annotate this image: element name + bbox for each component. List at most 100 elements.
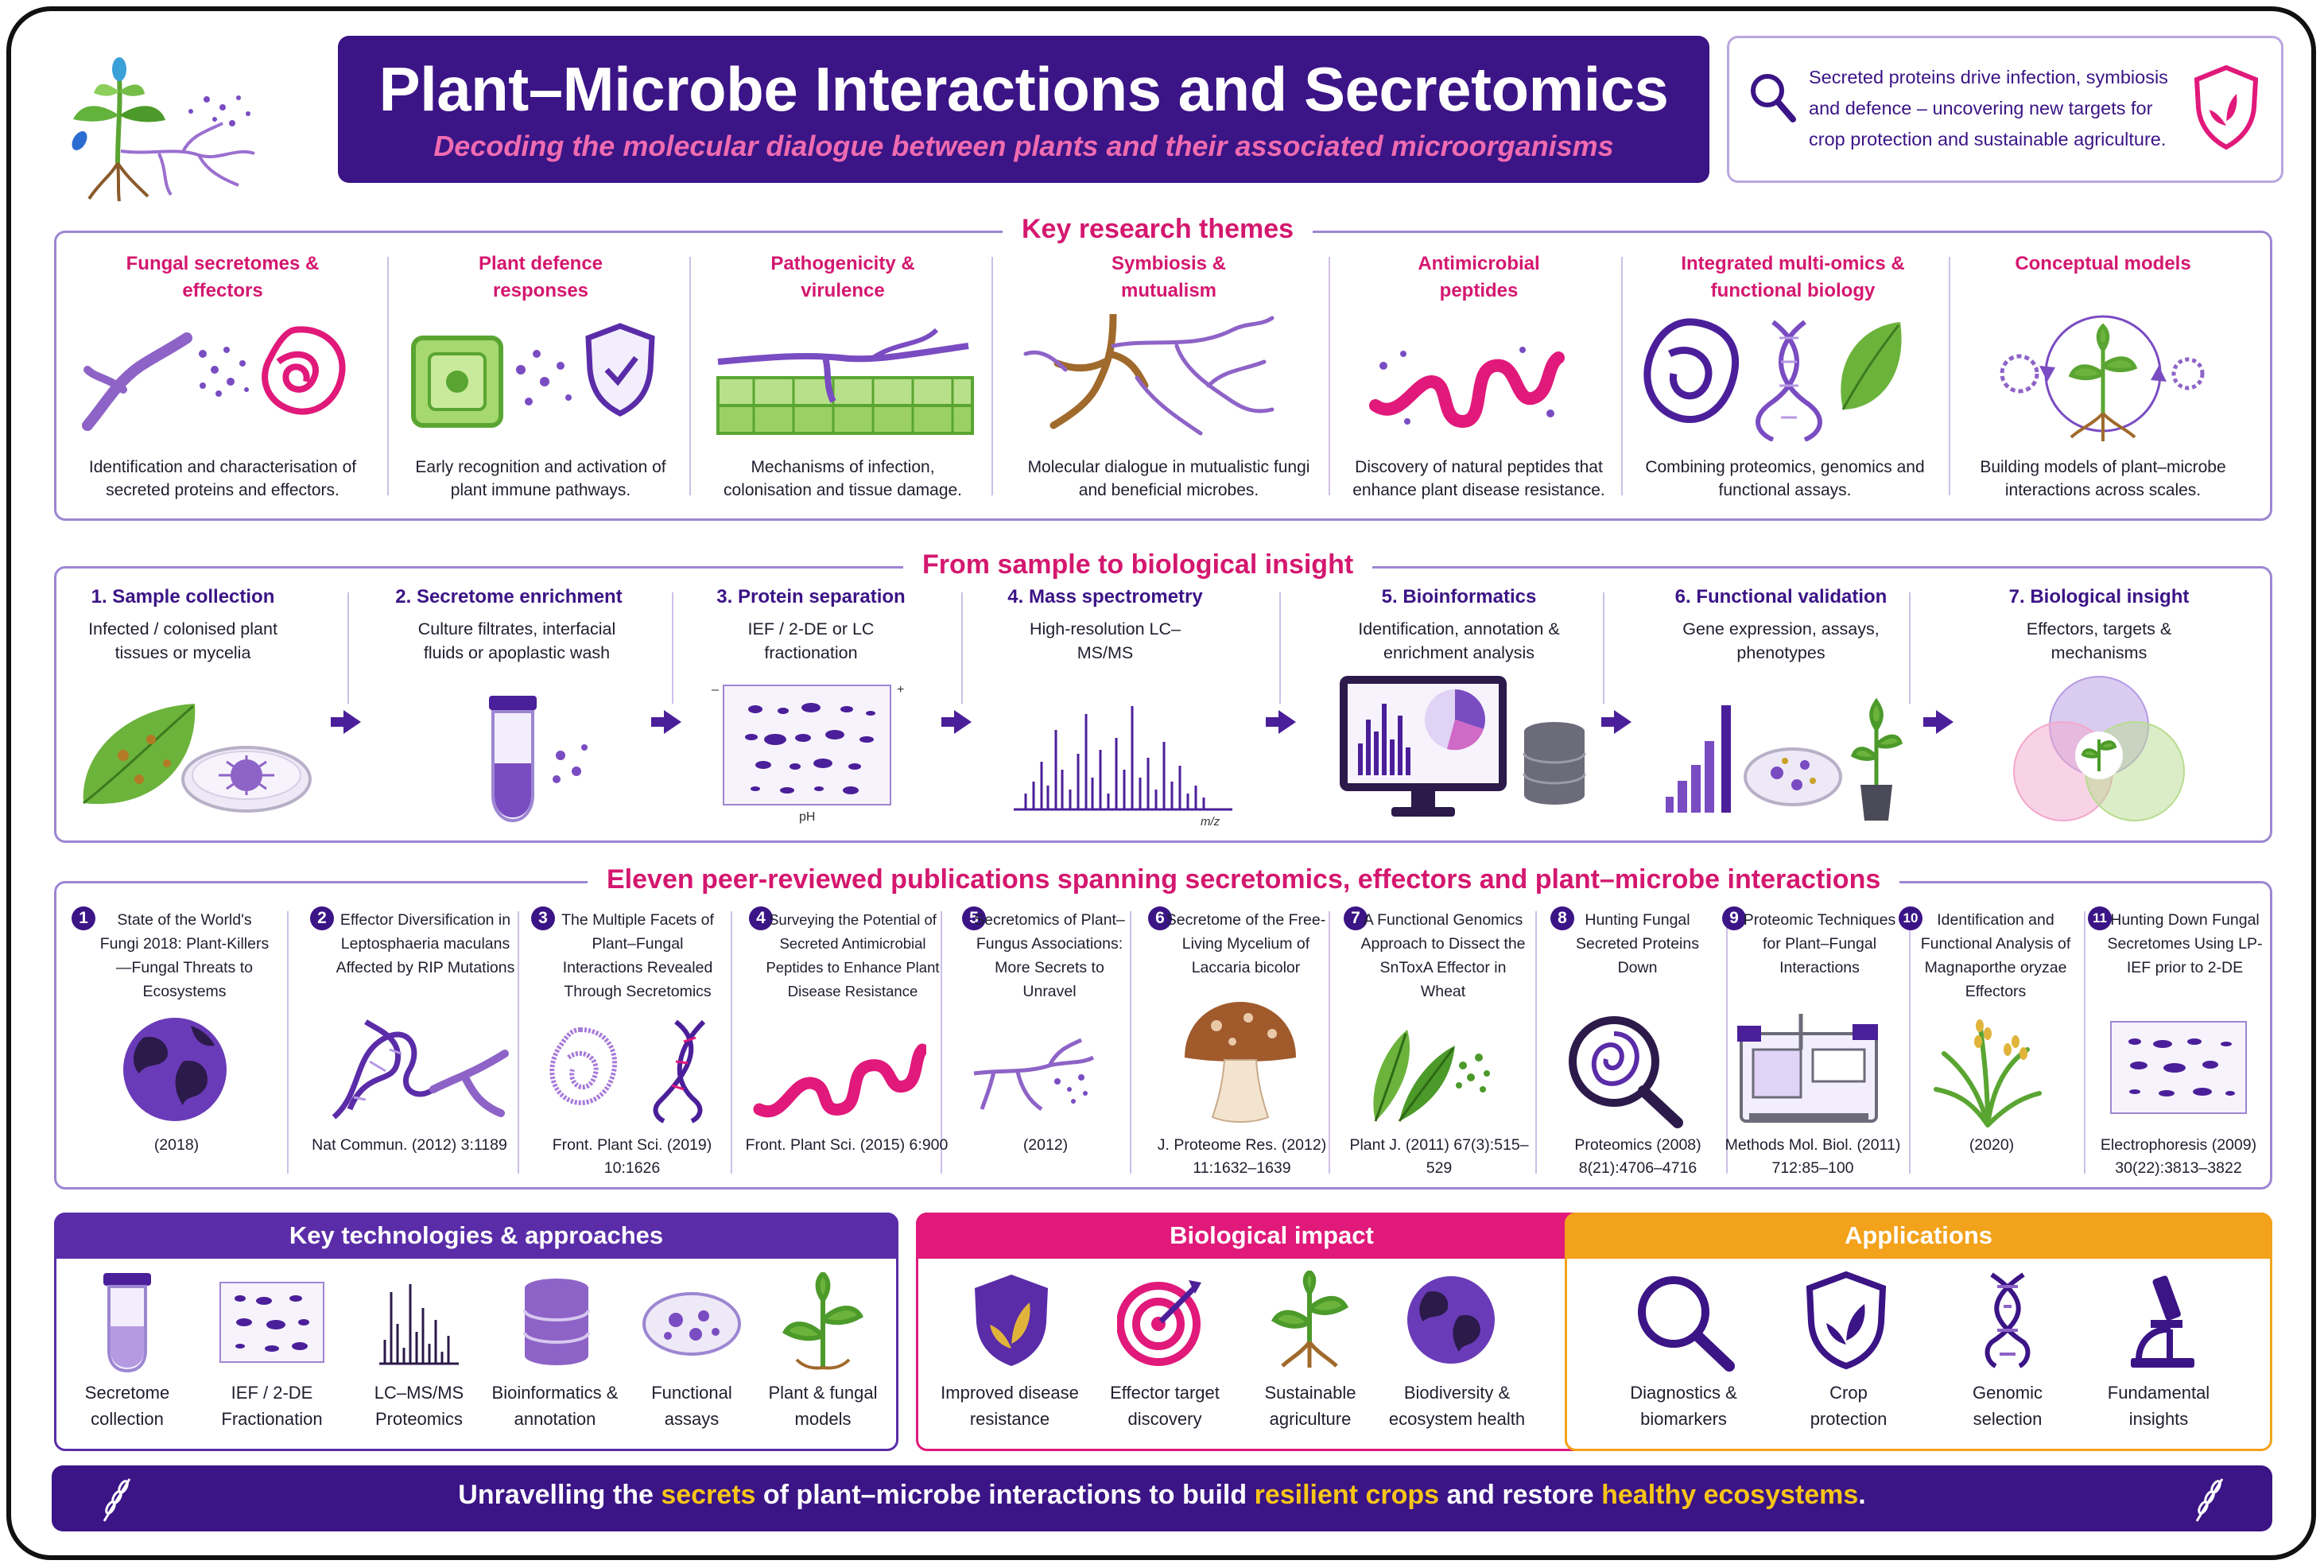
pub-number-7: 7 <box>1344 906 1368 930</box>
footer-highlight-resilient-crops: resilient crops <box>1254 1480 1440 1510</box>
globe-icon-2 <box>1407 1276 1495 1364</box>
flow-arrow-6 <box>1923 710 1953 734</box>
conceptual-model-cycle-icon <box>2000 315 2205 441</box>
pub-number-5: 5 <box>962 906 986 930</box>
workflow-title: From sample to biological insight <box>903 549 1373 580</box>
hyphae-protein-icon <box>82 326 346 431</box>
computer-database-icon <box>1340 676 1586 817</box>
gel-minus-label: – <box>712 683 719 697</box>
theme-desc-symbiosis: Molecular dialogue in mutualistic fungi … <box>1027 458 1310 499</box>
app-genomic-selection: Genomic selection <box>1972 1383 2043 1429</box>
microscope-icon <box>2131 1275 2194 1368</box>
2de-gel-icon: – + pH <box>712 683 904 824</box>
pub-title-7: A Functional Genomics Approach to Dissec… <box>1360 911 1526 1000</box>
impact-biodiversity: Biodiversity & ecosystem health <box>1388 1383 1526 1429</box>
flow-arrow-3 <box>941 710 972 734</box>
callout-box: Secreted proteins drive infection, symbi… <box>1727 36 2283 183</box>
pub-title-11: Hunting Down Fungal Secretomes Using LP-… <box>2107 911 2263 976</box>
petri-dish-icon <box>642 1292 741 1356</box>
pub-number-6: 6 <box>1148 906 1172 930</box>
tech-plant-fungal-models: Plant & fungal models <box>768 1383 878 1429</box>
app-crop-protection: Crop protection <box>1810 1383 1888 1429</box>
sprout-roots-icon <box>1271 1271 1349 1368</box>
theme-title-plant-defence: Plant defence responses <box>478 253 603 301</box>
pub-number-8: 8 <box>1550 906 1574 930</box>
pub-cite-11: Electrophoresis (2009) 30(22):3813–3822 <box>2100 1136 2257 1177</box>
step-title-protein-separation: 3. Protein separation <box>716 586 906 607</box>
pub-title-9: Proteomic Techniques for Plant–Fungal In… <box>1743 911 1896 976</box>
plant-cell-shield-icon <box>411 323 655 428</box>
pub-cite-5: (2012) <box>1022 1136 1069 1154</box>
protein-dna-leaf-icon <box>1643 318 1902 441</box>
ms-instrument-icon <box>1737 1014 1878 1123</box>
impact-sustainable-agriculture: Sustainable agriculture <box>1264 1383 1356 1429</box>
pub-cite-6: J. Proteome Res. (2012) 11:1632–1639 <box>1157 1136 1327 1177</box>
theme-desc-multiomics: Combining proteomics, genomics and funct… <box>1645 458 1925 499</box>
theme-title-pathogenicity: Pathogenicity & virulence <box>770 253 915 301</box>
leaf-petri-dish-icon <box>83 704 312 813</box>
spectrum-icon <box>379 1284 459 1365</box>
app-diagnostics: Diagnostics & biomarkers <box>1630 1383 1737 1429</box>
footer-highlight-healthy-ecosystems: healthy ecosystems <box>1601 1480 1859 1510</box>
publications-title: Eleven peer-reviewed publications spanni… <box>588 864 1900 895</box>
tech-secretome-collection: Secretome collection <box>84 1383 170 1429</box>
step-desc-functional-validation: Gene expression, assays, phenotypes <box>1682 619 1880 662</box>
pub-title-3: The Multiple Facets of Plant–Fungal Inte… <box>561 911 714 1000</box>
search-icon <box>1751 74 1796 122</box>
mushroom-icon <box>1185 1002 1296 1123</box>
title-banner: Plant–Microbe Interactions and Secretomi… <box>338 36 1709 183</box>
publications-section: Eleven peer-reviewed publications spanni… <box>54 864 2272 1190</box>
step-title-secretome-enrichment: 2. Secretome enrichment <box>395 586 623 607</box>
dna-icon <box>1985 1272 2031 1368</box>
shield-leaf-icon-2 <box>975 1275 1048 1366</box>
technologies-panel: Key technologies & approaches <box>54 1213 898 1451</box>
gel-ph-label: pH <box>799 810 815 824</box>
themes-title: Key research themes <box>1003 214 1313 245</box>
validation-assay-icon <box>1666 697 1903 821</box>
footer-banner: Unravelling the secrets of plant–microbe… <box>52 1465 2272 1531</box>
theme-desc-plant-defence: Early recognition and activation of plan… <box>415 458 666 499</box>
step-desc-secretome-enrichment: Culture filtrates, interfacial fluids or… <box>417 619 616 662</box>
2de-gel-icon-2 <box>2110 1021 2247 1114</box>
step-title-functional-validation: 6. Functional validation <box>1674 586 1888 607</box>
pub-cite-8: Proteomics (2008) 8(21):4706–4716 <box>1574 1136 1701 1177</box>
tech-ief-2de: IEF / 2-DE Fractionation <box>221 1383 323 1429</box>
impact-title: Biological impact <box>916 1213 1628 1259</box>
page-subtitle: Decoding the molecular dialogue between … <box>433 130 1614 162</box>
flow-arrow-2 <box>651 710 681 734</box>
technologies-title: Key technologies & approaches <box>54 1213 898 1259</box>
seedling-icon <box>782 1272 864 1370</box>
page-title: Plant–Microbe Interactions and Secretomi… <box>378 54 1669 124</box>
shield-leaf-icon <box>2194 64 2259 150</box>
pub-title-2: Effector Diversification in Leptosphaeri… <box>336 911 515 976</box>
pub-title-10: Identification and Functional Analysis o… <box>1920 911 2071 1000</box>
magnifier-protein-icon <box>1569 1016 1683 1128</box>
tech-functional-assays: Functional assays <box>651 1383 732 1429</box>
theme-desc-fungal-secretomes: Identification and characterisation of s… <box>88 458 357 499</box>
pub-number-3: 3 <box>531 906 555 930</box>
app-fundamental-insights: Fundamental insights <box>2107 1383 2210 1429</box>
pub-number-1: 1 <box>72 906 95 930</box>
theme-desc-pathogenicity: Mechanisms of infection, colonisation an… <box>723 458 963 499</box>
root-mycorrhiza-icon <box>1023 314 1275 436</box>
pub-number-11: 11 <box>2088 906 2112 930</box>
mycelium-network-icon <box>973 1038 1095 1112</box>
ms-mz-label: m/z <box>1201 815 1220 827</box>
footer-part-4: . <box>1858 1480 1866 1510</box>
pub-number-2: 2 <box>310 906 334 930</box>
step-desc-bioinformatics: Identification, annotation & enrichment … <box>1358 619 1560 662</box>
pub-title-4: Surveying the Potential of Secreted Anti… <box>766 911 940 999</box>
gel-icon <box>219 1282 324 1363</box>
step-desc-sample-collection: Infected / colonised plant tissues or my… <box>88 619 277 662</box>
theme-desc-antimicrobial: Discovery of natural peptides that enhan… <box>1352 458 1605 499</box>
protein-dna-icon <box>549 1019 706 1124</box>
footer-part-1: Unravelling the <box>458 1480 662 1510</box>
pub-cite-10: (2020) <box>1969 1136 2015 1154</box>
footer-highlight-secrets: secrets <box>661 1480 756 1510</box>
test-tube-icon <box>103 1273 151 1373</box>
theme-title-models: Conceptual models <box>2015 253 2191 274</box>
pub-cite-2: Nat Commun. (2012) 3:1189 <box>312 1136 507 1154</box>
tech-lc-ms: LC–MS/MS Proteomics <box>374 1383 464 1429</box>
flow-arrow-4 <box>1266 710 1296 734</box>
database-icon <box>523 1279 590 1365</box>
